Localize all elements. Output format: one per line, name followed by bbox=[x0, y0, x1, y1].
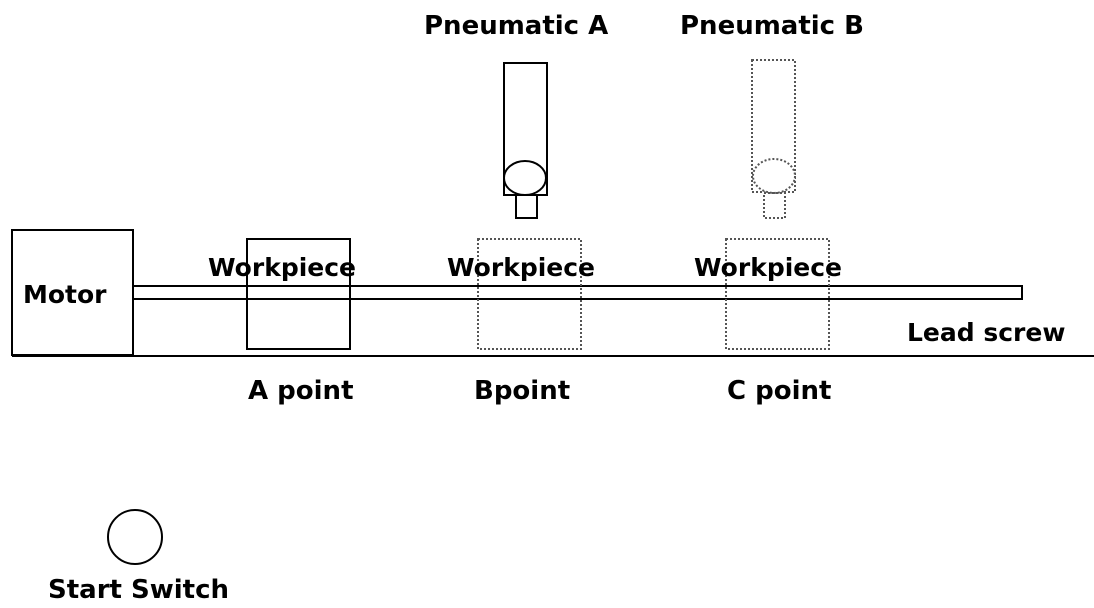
pneumatic-a-label: Pneumatic A bbox=[424, 11, 608, 41]
pneumatic-b-label: Pneumatic B bbox=[680, 11, 864, 41]
pneumatic-b-piston bbox=[752, 158, 796, 194]
workpiece-c-box bbox=[725, 238, 830, 350]
motor-label: Motor bbox=[23, 280, 107, 309]
pneumatic-b-rod bbox=[763, 192, 786, 219]
pneumatic-a-piston bbox=[503, 160, 547, 196]
lead-screw bbox=[132, 285, 1023, 300]
workpiece-a-label: Workpiece bbox=[208, 253, 356, 282]
pneumatic-a-cylinder bbox=[503, 62, 548, 219]
start-switch-button bbox=[107, 509, 163, 565]
workpiece-a-box bbox=[246, 238, 351, 350]
point-c-label: C point bbox=[727, 376, 831, 406]
lead-screw-label: Lead screw bbox=[907, 318, 1065, 347]
pneumatic-b-cylinder bbox=[751, 59, 796, 219]
pneumatic-a-rod bbox=[515, 194, 538, 219]
point-a-label: A point bbox=[248, 376, 354, 406]
start-switch-label: Start Switch bbox=[48, 575, 229, 605]
workpiece-b-box bbox=[477, 238, 582, 350]
workpiece-c-label: Workpiece bbox=[694, 253, 842, 282]
workpiece-b-label: Workpiece bbox=[447, 253, 595, 282]
point-b-label: Bpoint bbox=[474, 376, 570, 406]
